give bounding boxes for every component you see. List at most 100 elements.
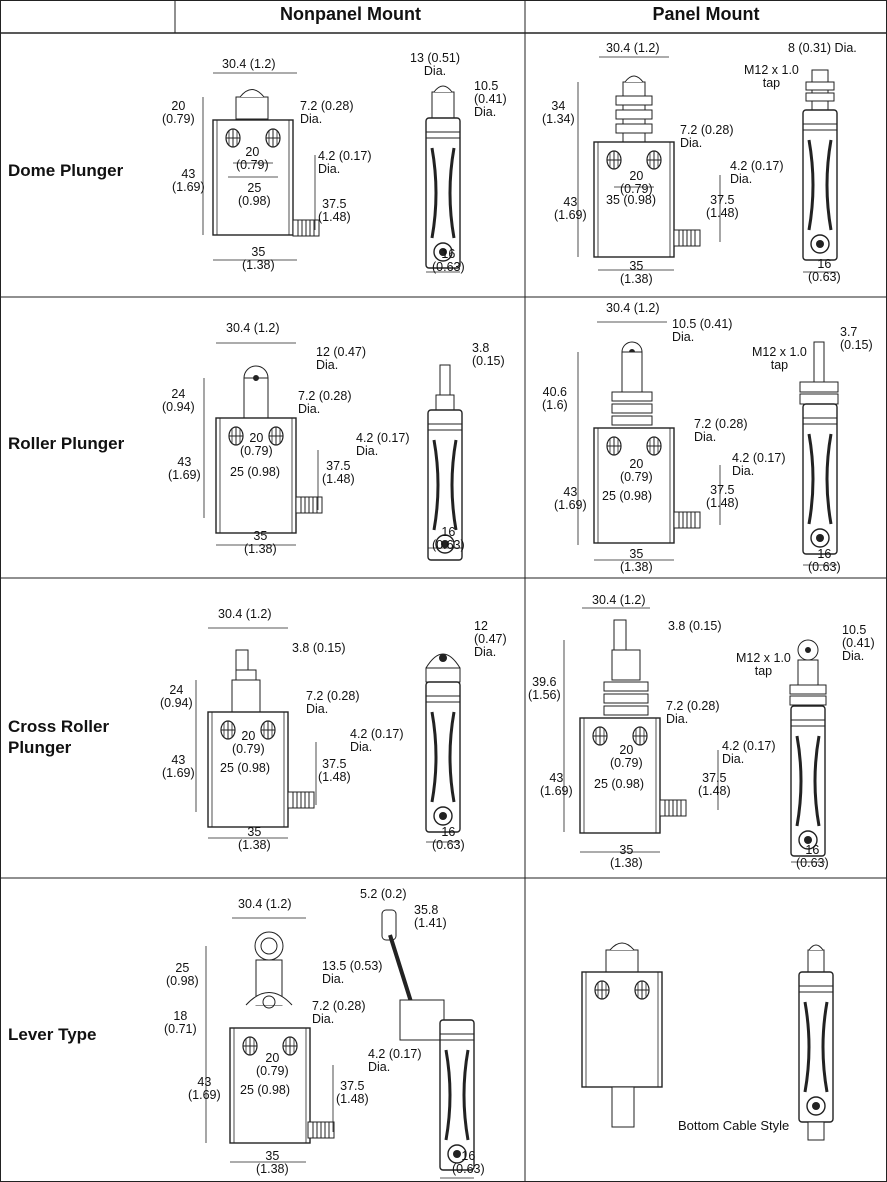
- cross-roller-plunger-panel-front-drawing: [563, 607, 719, 853]
- dim-label: 16 (0.63): [796, 843, 829, 870]
- cross-roller-plunger-nonpanel-side-drawing: [424, 653, 462, 843]
- lever-type-nonpanel-side-drawing: [381, 909, 476, 1179]
- dim-label: 16 (0.63): [808, 257, 841, 284]
- dim-label: 20 (0.79): [610, 743, 643, 770]
- dim-label: 43 (1.69): [188, 1075, 221, 1102]
- dim-label: 3.8 (0.15): [292, 641, 346, 655]
- dim-label: 7.2 (0.28) Dia.: [300, 99, 354, 126]
- dim-label: 20 (0.79): [236, 145, 269, 172]
- dim-label: 37.5 (1.48): [706, 483, 739, 510]
- cross-roller-plunger-panel-side-drawing: [789, 639, 827, 863]
- dim-label: 25 (0.98): [166, 961, 199, 988]
- dim-label: 43 (1.69): [168, 455, 201, 482]
- dim-label: 18 (0.71): [164, 1009, 197, 1036]
- dim-label: 37.5 (1.48): [318, 757, 351, 784]
- dim-label: 25 (0.98): [220, 761, 271, 775]
- dim-label: 7.2 (0.28) Dia.: [694, 417, 748, 444]
- dim-label: 35 (1.38): [256, 1149, 289, 1176]
- dim-label: 25 (0.98): [238, 181, 271, 208]
- dim-label: 34 (1.34): [542, 99, 575, 126]
- dim-label: 20 (0.79): [620, 457, 653, 484]
- dim-label: 12 (0.47) Dia.: [316, 345, 367, 372]
- dim-label: 4.2 (0.17) Dia.: [722, 739, 776, 766]
- dim-label: 35 (1.38): [238, 825, 271, 852]
- roller-plunger-nonpanel-side-drawing: [426, 364, 464, 562]
- dome-plunger-panel-side-drawing: [801, 69, 839, 273]
- dim-label: 5.2 (0.2): [360, 887, 407, 901]
- dim-label: 24 (0.94): [160, 683, 193, 710]
- dim-label: 39.6 (1.56): [528, 675, 561, 702]
- dim-label: 43 (1.69): [172, 167, 205, 194]
- row-label-dome-plunger: Dome Plunger: [8, 161, 124, 180]
- dim-label: 20 (0.79): [232, 729, 265, 756]
- row-label-cross-roller-plunger: Cross Roller Plunger: [8, 717, 110, 757]
- dim-label: 20 (0.79): [256, 1051, 289, 1078]
- dim-label: 37.5 (1.48): [336, 1079, 369, 1106]
- dim-label: 35 (0.98): [606, 193, 657, 207]
- dim-label: 16 (0.63): [432, 825, 465, 852]
- dim-label: 37.5 (1.48): [698, 771, 731, 798]
- dim-label: 37.5 (1.48): [318, 197, 351, 224]
- lever-type-nonpanel-front-drawing: [205, 917, 335, 1163]
- dome-plunger-nonpanel-front-drawing: [202, 72, 320, 261]
- dim-label: 20 (0.79): [620, 169, 653, 196]
- dim-label: 43 (1.69): [554, 195, 587, 222]
- dim-label: 30.4 (1.2): [226, 321, 280, 335]
- dim-label: 16 (0.63): [432, 525, 465, 552]
- dim-label: 30.4 (1.2): [592, 593, 646, 607]
- dim-label: 43 (1.69): [554, 485, 587, 512]
- dim-label: 30.4 (1.2): [218, 607, 272, 621]
- dim-label: 35 (1.38): [244, 529, 277, 556]
- dim-label: 10.5 (0.41) Dia.: [842, 623, 875, 663]
- dim-label: 25 (0.98): [240, 1083, 291, 1097]
- dim-label: 13.5 (0.53) Dia.: [322, 959, 383, 986]
- dim-label: 25 (0.98): [602, 489, 653, 503]
- dim-label: 8 (0.31) Dia.: [788, 41, 857, 55]
- roller-plunger-panel-front-drawing: [577, 321, 721, 561]
- dim-label: 7.2 (0.28) Dia.: [680, 123, 734, 150]
- dim-label: 4.2 (0.17) Dia.: [732, 451, 786, 478]
- dim-label: 35.8 (1.41): [414, 903, 447, 930]
- dim-label: 40.6 (1.6): [542, 385, 568, 412]
- dim-label: 20 (0.79): [162, 99, 195, 126]
- dim-label: 35 (1.38): [620, 547, 653, 574]
- dim-label: 35 (1.38): [620, 259, 653, 286]
- dim-label: 4.2 (0.17) Dia.: [730, 159, 784, 186]
- dim-label: 37.5 (1.48): [322, 459, 355, 486]
- header-panel-mount: Panel Mount: [652, 4, 760, 24]
- dim-label: 4.2 (0.17) Dia.: [318, 149, 372, 176]
- dim-label: 7.2 (0.28) Dia.: [306, 689, 360, 716]
- dim-label: 3.8 (0.15): [668, 619, 722, 633]
- dim-label: 30.4 (1.2): [606, 41, 660, 55]
- dome-plunger-panel-front-drawing: [577, 56, 721, 271]
- dim-label: 4.2 (0.17) Dia.: [356, 431, 410, 458]
- dim-label: 4.2 (0.17) Dia.: [368, 1047, 422, 1074]
- dim-label: 35 (1.38): [610, 843, 643, 870]
- roller-plunger-panel-side-drawing: [799, 341, 839, 566]
- header-nonpanel-mount: Nonpanel Mount: [280, 4, 421, 24]
- dim-label: 13 (0.51) Dia.: [410, 51, 461, 78]
- cross-roller-plunger-nonpanel-front-drawing: [195, 627, 317, 839]
- dim-label: 16 (0.63): [432, 247, 465, 274]
- dim-label: 25 (0.98): [230, 465, 281, 479]
- roller-plunger-nonpanel-front-drawing: [203, 342, 323, 546]
- dim-label: 7.2 (0.28) Dia.: [666, 699, 720, 726]
- dim-label: 35 (1.38): [242, 245, 275, 272]
- dim-label: 30.4 (1.2): [606, 301, 660, 315]
- dim-label: 16 (0.63): [808, 547, 841, 574]
- dim-label: M12 x 1.0 tap: [752, 345, 807, 372]
- dim-label: 43 (1.69): [162, 753, 195, 780]
- dim-label: 10.5 (0.41) Dia.: [474, 79, 507, 119]
- dim-label: 3.7 (0.15): [840, 325, 873, 352]
- dim-label: 12 (0.47) Dia.: [474, 619, 507, 659]
- dim-label: 4.2 (0.17) Dia.: [350, 727, 404, 754]
- dim-label: 24 (0.94): [162, 387, 195, 414]
- bottom-cable-style-caption: Bottom Cable Style: [678, 1118, 790, 1133]
- dim-label: 20 (0.79): [240, 431, 273, 458]
- dim-label: 7.2 (0.28) Dia.: [298, 389, 352, 416]
- dim-label: 30.4 (1.2): [222, 57, 276, 71]
- dim-label: 37.5 (1.48): [706, 193, 739, 220]
- row-label-roller-plunger: Roller Plunger: [8, 434, 125, 453]
- dim-label: 30.4 (1.2): [238, 897, 292, 911]
